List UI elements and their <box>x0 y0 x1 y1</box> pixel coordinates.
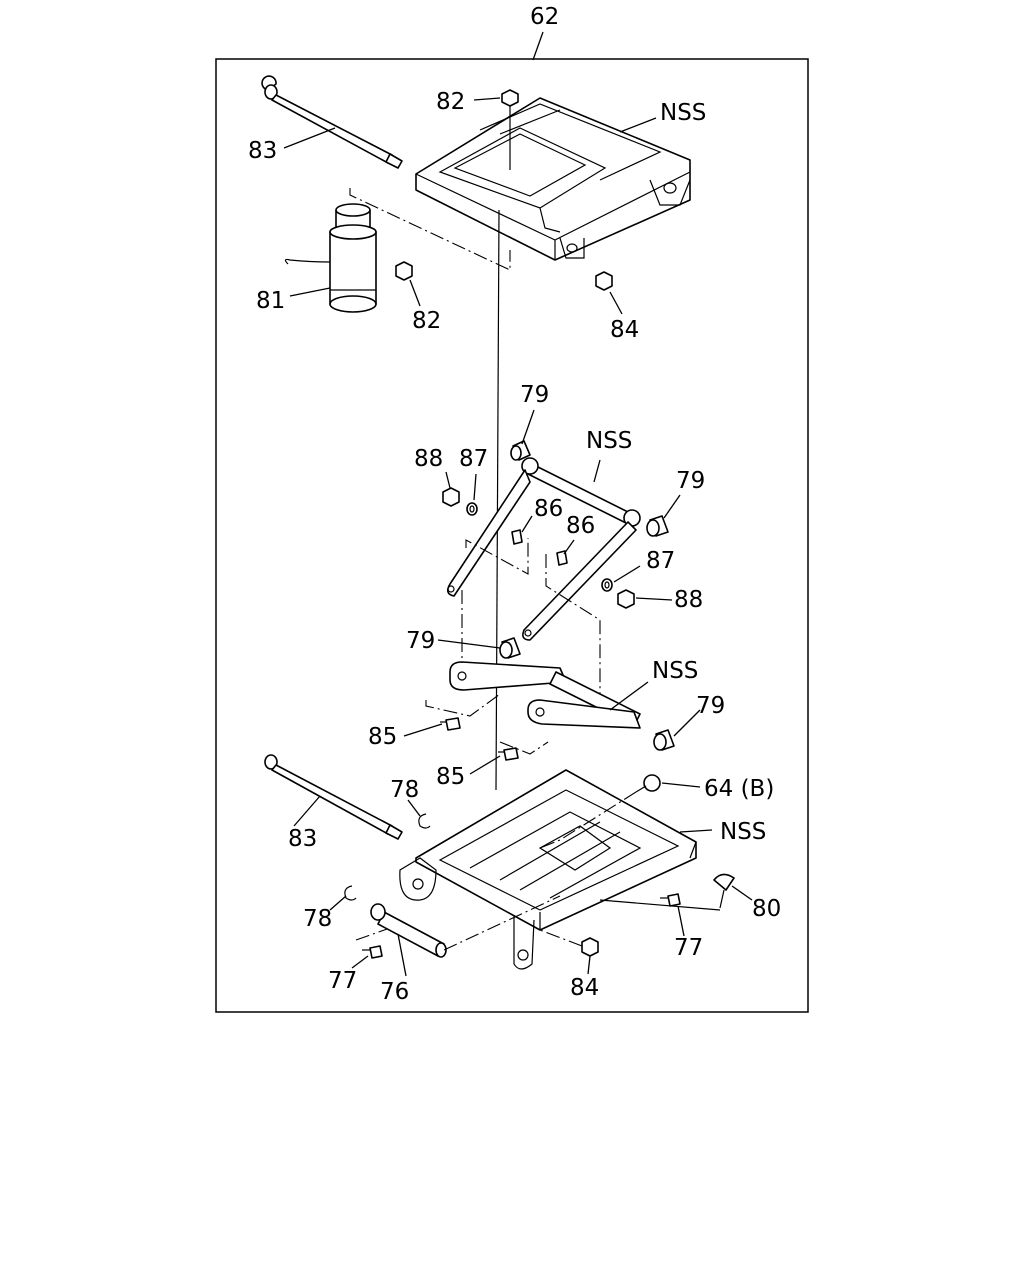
bolt-86-left <box>511 529 523 545</box>
callout-78-bottom: 78 <box>303 906 332 932</box>
callout-87-left: 87 <box>459 446 488 472</box>
base-frame <box>399 769 721 970</box>
washer-87-left <box>466 502 478 516</box>
callout-77-right: 77 <box>674 935 703 961</box>
bolt-86-right <box>556 550 568 566</box>
callout-82-mid: 82 <box>412 308 441 334</box>
clip-78-bottom <box>344 885 357 901</box>
nut-82-top <box>501 89 519 170</box>
solenoid-81 <box>284 203 377 313</box>
callout-79-a: 79 <box>520 382 549 408</box>
callout-nss-base: NSS <box>720 819 766 845</box>
callout-77-left: 77 <box>328 968 357 994</box>
callout-nss-top: NSS <box>660 100 706 126</box>
bushing-79-d <box>653 729 675 751</box>
callout-nss-upper-link: NSS <box>586 428 632 454</box>
bolt-83-top <box>261 75 403 169</box>
callout-86-right: 86 <box>566 513 595 539</box>
callout-88-right: 88 <box>674 587 703 613</box>
callout-79-c: 79 <box>406 628 435 654</box>
upper-link-frame <box>446 457 641 720</box>
callout-86-left: 86 <box>534 496 563 522</box>
button-64b <box>539 774 661 849</box>
bolt-77-right <box>660 893 681 907</box>
callout-82-top: 82 <box>436 89 465 115</box>
callout-83-bottom: 83 <box>288 826 317 852</box>
callout-79-b: 79 <box>676 468 705 494</box>
bushing-79-a <box>510 440 531 461</box>
bolt-77-left <box>355 927 391 959</box>
callout-84-bottom: 84 <box>570 975 599 1001</box>
callout-84-top: 84 <box>610 317 639 343</box>
callout-64b: 64 (B) <box>704 776 774 802</box>
callout-85-b: 85 <box>436 764 465 790</box>
callout-83-top: 83 <box>248 138 277 164</box>
lower-link-frame <box>425 661 641 755</box>
clip-78-top <box>418 813 431 829</box>
bolt-85-a <box>440 717 461 731</box>
callout-nss-lower-link: NSS <box>652 658 698 684</box>
nut-84-bottom <box>539 929 599 957</box>
bushing-79-c <box>499 637 521 659</box>
group-number-leader <box>532 31 544 61</box>
callout-80: 80 <box>752 896 781 922</box>
solenoid-dashed-line <box>349 188 511 271</box>
washer-87-right <box>601 578 613 592</box>
nut-82-mid <box>395 261 413 281</box>
top-plate-assembly <box>415 97 691 261</box>
bolt-83-bottom <box>264 754 403 840</box>
nut-88-left <box>442 487 460 507</box>
nut-88-right <box>617 589 635 609</box>
callout-78-top: 78 <box>390 777 419 803</box>
pin-76 <box>370 895 561 958</box>
callout-85-a: 85 <box>368 724 397 750</box>
bushing-79-b <box>646 515 669 537</box>
bolt-85-b <box>498 747 519 761</box>
group-number: 62 <box>530 4 559 30</box>
leader-lines <box>283 97 753 977</box>
callout-88-left: 88 <box>414 446 443 472</box>
diagram-frame <box>215 58 809 1013</box>
callout-76: 76 <box>380 979 409 1005</box>
callout-81: 81 <box>256 288 285 314</box>
center-reference-line <box>495 209 500 791</box>
nut-84-top <box>595 271 613 291</box>
callout-87-right: 87 <box>646 548 675 574</box>
callout-79-d: 79 <box>696 693 725 719</box>
knob-80 <box>713 873 735 909</box>
